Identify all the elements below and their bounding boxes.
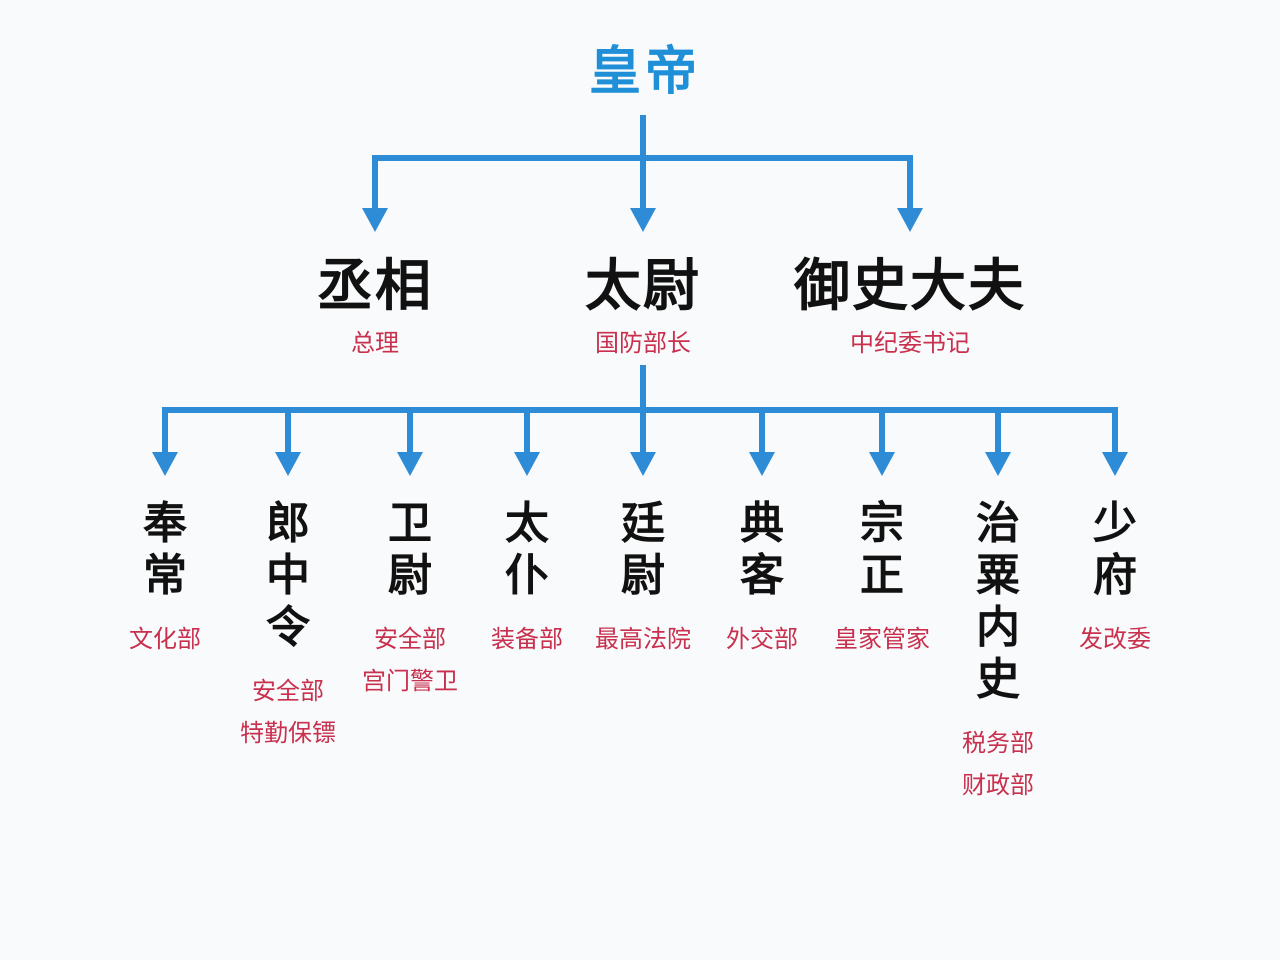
level2-arrow-fengchang-head <box>152 452 178 476</box>
root-node-emperor: 皇帝 <box>589 46 701 98</box>
level2-arrow-weiwei-head <box>397 452 423 476</box>
level2-title-char: 粟 <box>976 550 1020 601</box>
level2-note: 外交部 <box>726 625 798 653</box>
level2-notes: 皇家管家 <box>834 618 930 660</box>
level2-note: 宫门警卫 <box>362 667 458 695</box>
level2-title-char: 尉 <box>388 550 432 601</box>
level2-title-char: 常 <box>143 550 187 601</box>
level2-note: 税务部 <box>962 729 1034 757</box>
level1-note: 国防部长 <box>595 329 691 357</box>
level2-notes: 文化部 <box>129 618 201 660</box>
level2-node-taipu: 太仆装备部 <box>491 498 563 660</box>
level1-title: 丞相 <box>317 253 433 319</box>
level2-title-char: 奉 <box>143 498 187 549</box>
level2-node-weiwei: 卫尉安全部宫门警卫 <box>362 498 458 702</box>
level2-title-char: 尉 <box>621 550 665 601</box>
level2-title-char: 治 <box>976 498 1020 549</box>
level2-title-char: 宗 <box>860 498 904 549</box>
level2-title-char: 郎 <box>266 498 310 549</box>
level1-node-yushidafu: 御史大夫中纪委书记 <box>794 258 1026 358</box>
level1-node-chengxiang: 丞相总理 <box>317 258 433 358</box>
level2-title: 太仆 <box>497 498 557 602</box>
level2-notes: 税务部财政部 <box>962 722 1034 806</box>
level2-arrow-zhisuneishi-head <box>985 452 1011 476</box>
level2-arrow-shaofu-head <box>1102 452 1128 476</box>
level2-notes: 安全部特勤保镖 <box>240 670 336 754</box>
level2-node-fengchang: 奉常文化部 <box>129 498 201 660</box>
level2-node-dianke: 典客外交部 <box>726 498 798 660</box>
level1-title: 太尉 <box>585 253 701 319</box>
level2-title-char: 正 <box>860 550 904 601</box>
level2-title: 廷尉 <box>613 498 673 602</box>
level2-node-zhisuneishi: 治粟内史税务部财政部 <box>962 498 1034 806</box>
level2-node-zongzheng: 宗正皇家管家 <box>834 498 930 660</box>
level2-title-char: 典 <box>740 498 784 549</box>
level2-title: 奉常 <box>135 498 195 602</box>
level1-title: 御史大夫 <box>794 253 1026 319</box>
level2-title-char: 仆 <box>505 550 549 601</box>
level2-title-char: 令 <box>266 602 310 653</box>
level2-title-char: 少 <box>1093 498 1137 549</box>
level2-note: 装备部 <box>491 625 563 653</box>
level2-note: 安全部 <box>252 677 324 705</box>
level2-notes: 外交部 <box>726 618 798 660</box>
level2-node-langzhongling: 郎中令安全部特勤保镖 <box>240 498 336 754</box>
level2-notes: 发改委 <box>1079 618 1151 660</box>
level2-title: 卫尉 <box>380 498 440 602</box>
level2-title-char: 太 <box>505 498 549 549</box>
level2-note: 文化部 <box>129 625 201 653</box>
level2-note: 特勤保镖 <box>240 719 336 747</box>
level2-title: 少府 <box>1085 498 1145 602</box>
level2-title-char: 客 <box>740 550 784 601</box>
level2-title: 宗正 <box>852 498 912 602</box>
level1-arrow-yushidafu-head <box>897 208 923 232</box>
level2-title-char: 中 <box>266 550 310 601</box>
level2-node-tingwei: 廷尉最高法院 <box>595 498 691 660</box>
level2-title-char: 府 <box>1093 550 1137 601</box>
level1-note: 中纪委书记 <box>850 329 970 357</box>
level2-arrow-tingwei-head <box>630 452 656 476</box>
level2-title-char: 廷 <box>621 498 665 549</box>
level2-note: 最高法院 <box>595 625 691 653</box>
level2-title: 典客 <box>732 498 792 602</box>
level2-notes: 最高法院 <box>595 618 691 660</box>
level2-arrow-zongzheng-head <box>869 452 895 476</box>
level2-note: 皇家管家 <box>834 625 930 653</box>
level1-arrow-chengxiang-head <box>362 208 388 232</box>
level2-note: 财政部 <box>962 771 1034 799</box>
level2-title-char: 卫 <box>388 498 432 549</box>
level2-title-char: 内 <box>976 602 1020 653</box>
level2-node-shaofu: 少府发改委 <box>1079 498 1151 660</box>
level1-note: 总理 <box>351 329 399 357</box>
level2-arrow-dianke-head <box>749 452 775 476</box>
level2-notes: 安全部宫门警卫 <box>362 618 458 702</box>
level2-title: 郎中令 <box>258 498 318 654</box>
level2-note: 安全部 <box>374 625 446 653</box>
level1-node-taiwei: 太尉国防部长 <box>585 258 701 358</box>
level2-note: 发改委 <box>1079 625 1151 653</box>
level1-arrow-taiwei-head <box>630 208 656 232</box>
level2-title: 治粟内史 <box>968 498 1028 706</box>
level2-arrow-langzhongling-head <box>275 452 301 476</box>
level2-arrow-taipu-head <box>514 452 540 476</box>
level2-notes: 装备部 <box>491 618 563 660</box>
level2-title-char: 史 <box>976 654 1020 705</box>
root-title: 皇帝 <box>588 42 702 102</box>
